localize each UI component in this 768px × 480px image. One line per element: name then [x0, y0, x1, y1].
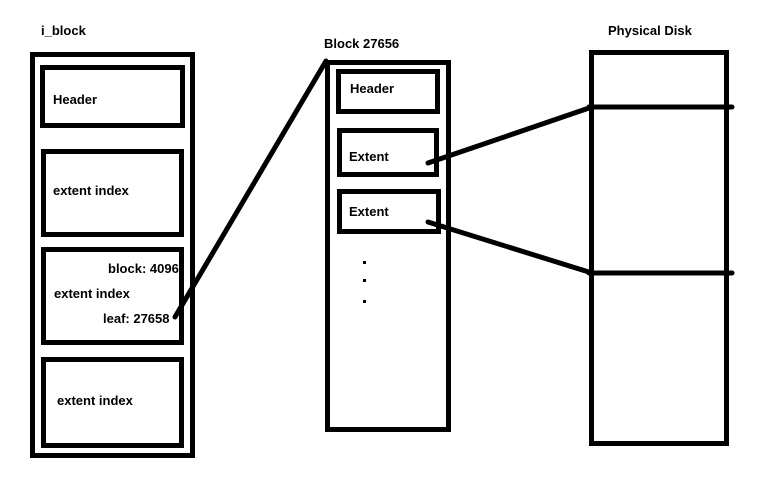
- ellipsis-dot-1: [363, 261, 366, 264]
- disk-title: Physical Disk: [608, 23, 692, 38]
- leaf-block-title: Block 27656: [324, 36, 400, 51]
- connector-extent-2-to-disk: [425, 219, 595, 276]
- inode-header-label: Header: [53, 92, 98, 107]
- extent-label: Extent: [349, 204, 389, 219]
- extent-label: Extent: [349, 149, 389, 164]
- extent-index-block-value: block: 4096: [108, 261, 179, 276]
- ellipsis-dot-3: [363, 300, 366, 303]
- inode-extent-index-3: extent index: [41, 357, 184, 448]
- extent-index-label: extent index: [53, 183, 129, 198]
- ellipsis-dot-2: [363, 279, 366, 282]
- connector-extent-1-to-disk: [425, 104, 595, 166]
- leaf-header-label: Header: [350, 81, 395, 96]
- disk-frame: [589, 50, 729, 446]
- inode-header-box: Header: [40, 65, 185, 128]
- leaf-extent-1: Extent: [337, 128, 439, 177]
- inode-extent-index-2: block: 4096 extent index leaf: 27658: [41, 247, 184, 345]
- leaf-extent-2: Extent: [337, 189, 441, 234]
- extent-index-leaf-value: leaf: 27658: [103, 311, 170, 326]
- leaf-header-box: Header: [336, 69, 440, 114]
- inode-extent-index-1: extent index: [41, 149, 184, 237]
- connector-index-to-leaf-block: [172, 58, 329, 320]
- extent-index-label: extent index: [54, 286, 130, 301]
- leaf-block-frame: [325, 60, 451, 432]
- extent-index-label: extent index: [57, 393, 133, 408]
- inode-title: i_block: [41, 23, 86, 38]
